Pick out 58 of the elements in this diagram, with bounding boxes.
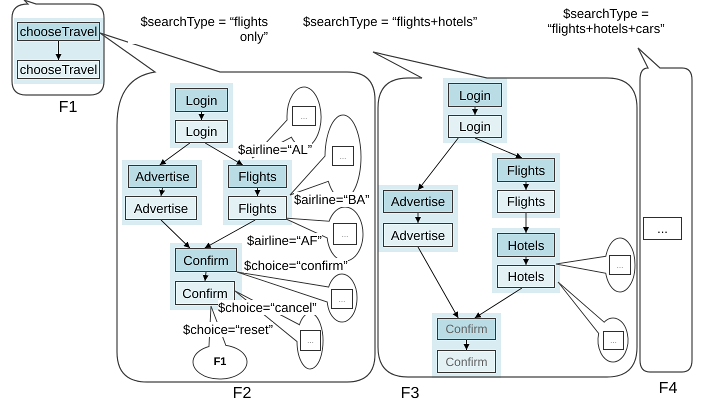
panel-label: F1 (58, 99, 78, 117)
arrow (204, 142, 244, 166)
placeholder-box: ... (643, 217, 682, 240)
arrow (415, 212, 421, 224)
process-box: Advertise (383, 223, 453, 247)
arrow (418, 138, 459, 190)
arrow (159, 188, 166, 196)
arrow (523, 256, 529, 266)
arrow (159, 142, 190, 166)
process-box: Confirm (175, 248, 237, 272)
placeholder-box: ... (333, 223, 357, 245)
process-box: Advertise (383, 190, 453, 213)
arrow (198, 112, 204, 120)
condition-label: $airline=“AL” (238, 142, 312, 157)
arrow (523, 182, 529, 190)
condition-label: $airline=“BA” (294, 192, 370, 207)
condition-label: $searchType = “flights only” (128, 14, 268, 44)
arrow (523, 212, 529, 234)
arrow (474, 138, 522, 158)
placeholder-box: ... (300, 330, 321, 351)
process-box: Login (175, 88, 228, 112)
process-box: Login (448, 83, 502, 107)
arrow (204, 220, 256, 248)
process-box: Login (175, 120, 228, 143)
condition-label: $choice=“cancel” (218, 300, 317, 315)
arrow (202, 272, 209, 282)
arrow (474, 288, 522, 318)
process-box: chooseTravel (17, 22, 100, 41)
arrow (464, 340, 470, 350)
placeholder-box: ... (609, 255, 631, 275)
process-box: Advertise (125, 196, 197, 220)
panel-label: F3 (400, 385, 420, 403)
placeholder-box: ... (603, 331, 624, 350)
process-box: Flights (228, 165, 287, 188)
process-box: Hotels (497, 265, 555, 288)
arrow (56, 40, 62, 60)
process-box: Flights (497, 190, 555, 213)
process-box: Confirm (437, 350, 496, 373)
placeholder-box: ... (292, 106, 316, 126)
ellipse-label: F1 (214, 356, 226, 368)
process-box: Flights (497, 158, 555, 182)
condition-label: $choice=“reset” (183, 322, 273, 337)
placeholder-box: ... (332, 146, 354, 166)
arrow (472, 106, 478, 116)
arrow (254, 188, 260, 196)
process-box: Login (448, 115, 502, 138)
process-box: chooseTravel (17, 60, 100, 79)
placeholder-box: ... (331, 289, 353, 309)
arrow (160, 220, 190, 248)
process-box: Confirm (437, 318, 496, 340)
process-box: Advertise (128, 165, 197, 188)
condition-label: $choice=“confirm” (244, 258, 348, 273)
panel-label: F4 (658, 380, 678, 398)
process-box: Hotels (497, 233, 555, 257)
arrow (418, 246, 459, 318)
condition-label: $airline=“AF” (247, 233, 322, 248)
process-box: Flights (228, 196, 287, 220)
panel-label: F2 (232, 385, 252, 403)
